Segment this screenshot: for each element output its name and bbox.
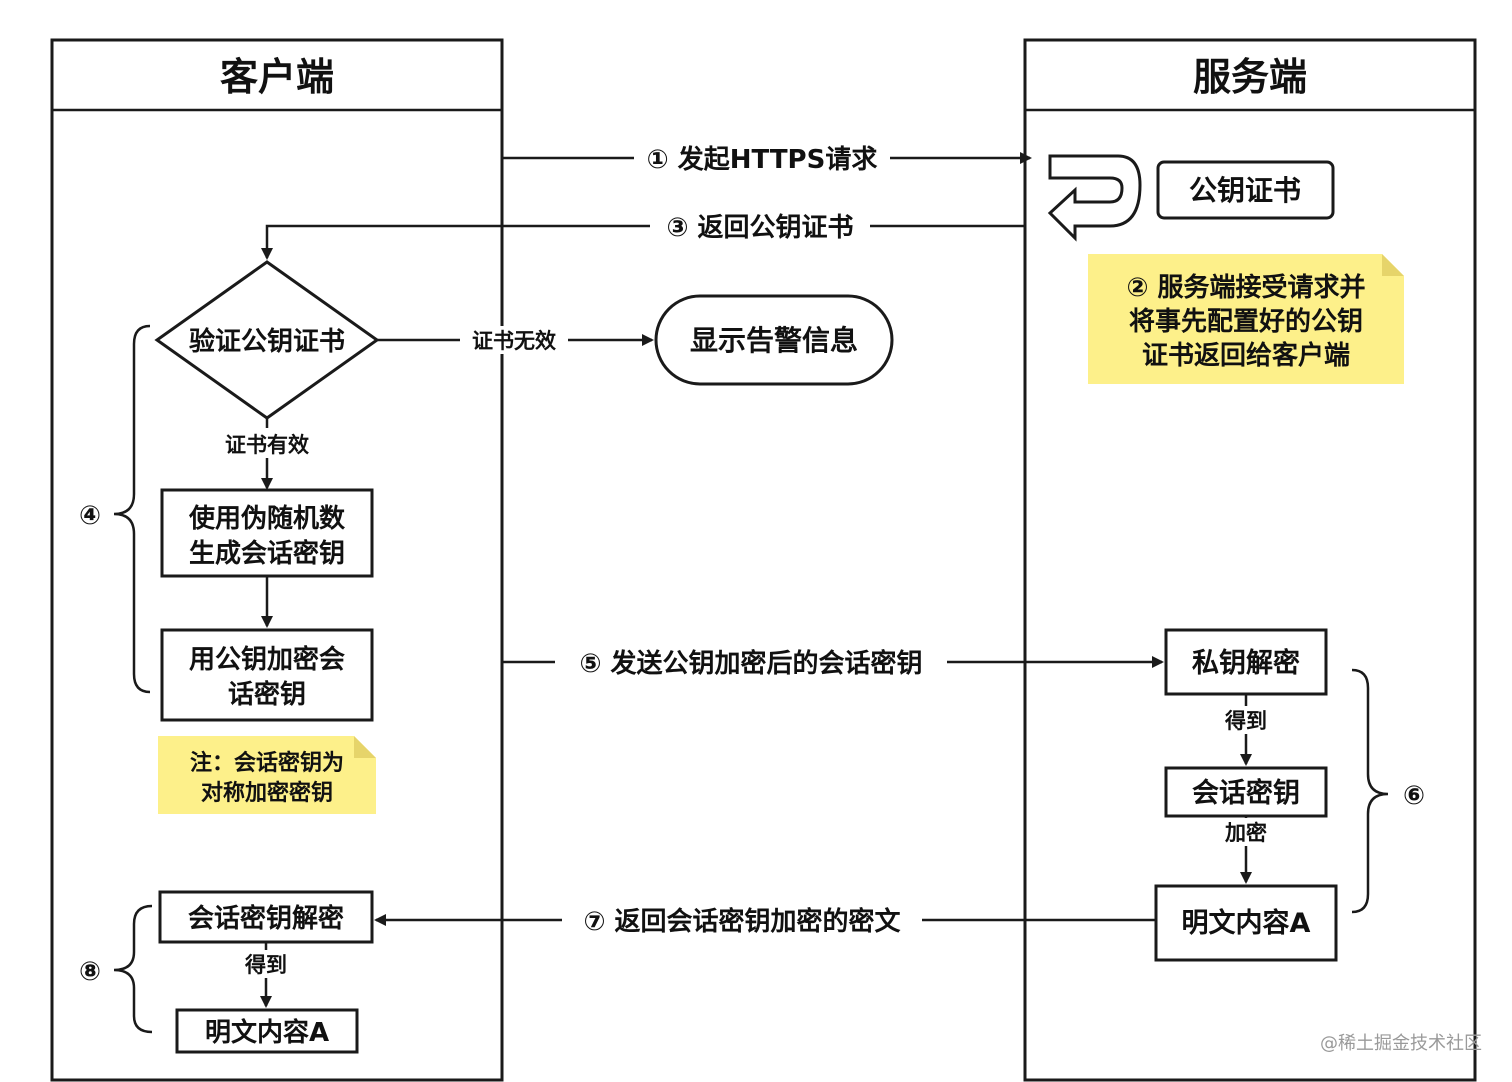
encrypt-line2: 话密钥: [228, 679, 306, 710]
client-plaintext-box: 明文内容A: [175, 1008, 359, 1054]
verify-label: 验证公钥证书: [189, 326, 345, 357]
brace8-label: ⑧: [79, 957, 101, 987]
invalid-arrow: 证书无效: [377, 326, 654, 354]
client-get-arrow: 得到: [228, 942, 304, 1008]
step5-label: ⑤ 发送公钥加密后的会话密钥: [579, 648, 922, 679]
gen-key-line2: 生成会话密钥: [189, 538, 345, 569]
server-get-label: 得到: [1224, 709, 1267, 733]
client-decrypt-box: 会话密钥解密: [158, 890, 374, 944]
alert-label: 显示告警信息: [690, 324, 858, 357]
step7-label: ⑦ 返回会话密钥加密的密文: [583, 906, 901, 937]
return-loop-icon: [1047, 154, 1142, 242]
step1-arrow: ① 发起HTTPS请求: [502, 140, 1032, 176]
client-note: 注：会话密钥为 对称加密密钥: [158, 736, 376, 814]
cert-label: 公钥证书: [1189, 174, 1301, 207]
step7-arrow: ⑦ 返回会话密钥加密的密文: [374, 902, 1156, 938]
session-key-box: 会话密钥: [1164, 766, 1328, 818]
brace-4: ④: [79, 324, 151, 694]
server-plaintext-box: 明文内容A: [1154, 884, 1338, 962]
watermark: @稀土掘金技术社区: [1320, 1033, 1482, 1054]
step3-arrow: ③ 返回公钥证书: [261, 208, 1025, 260]
server-encrypt-arrow: 加密: [1210, 816, 1282, 884]
client-note-line1: 注：会话密钥为: [190, 750, 344, 776]
step3-label: ③ 返回公钥证书: [666, 213, 853, 243]
verify-diamond: 验证公钥证书: [154, 260, 380, 420]
session-key-label: 会话密钥: [1192, 777, 1300, 809]
server-note-line1: ② 服务端接受请求并: [1126, 272, 1365, 303]
server-lane-title: 服务端: [1193, 55, 1307, 99]
client-get-label: 得到: [244, 953, 287, 977]
brace-6: ⑥: [1351, 668, 1425, 914]
brace4-label: ④: [79, 501, 101, 531]
valid-label: 证书有效: [225, 433, 309, 457]
brace6-label: ⑥: [1403, 781, 1425, 811]
client-decrypt-label: 会话密钥解密: [188, 903, 344, 934]
server-note: ② 服务端接受请求并 将事先配置好的公钥 证书返回给客户端: [1088, 254, 1404, 384]
server-note-line3: 证书返回给客户端: [1142, 340, 1350, 371]
private-decrypt-label: 私钥解密: [1192, 647, 1300, 679]
valid-arrow: 证书有效: [205, 418, 329, 490]
private-decrypt-box: 私钥解密: [1164, 628, 1328, 696]
gen-key-line1: 使用伪随机数: [188, 503, 346, 534]
client-lane-title: 客户端: [220, 55, 334, 99]
step1-label: ① 发起HTTPS请求: [647, 144, 878, 175]
client-note-line2: 对称加密密钥: [201, 780, 333, 806]
server-plaintext-label: 明文内容A: [1182, 907, 1311, 939]
server-get-arrow: 得到: [1210, 694, 1282, 766]
encrypt-line1: 用公钥加密会: [189, 644, 345, 675]
invalid-label: 证书无效: [472, 329, 556, 353]
server-encrypt-label: 加密: [1224, 821, 1267, 845]
gen-key-box: 使用伪随机数 生成会话密钥: [160, 488, 374, 578]
encrypt-box: 用公钥加密会 话密钥: [160, 628, 374, 722]
client-plaintext-label: 明文内容A: [205, 1017, 329, 1048]
step5-arrow: ⑤ 发送公钥加密后的会话密钥: [502, 644, 1164, 680]
server-note-line2: 将事先配置好的公钥: [1129, 306, 1363, 337]
brace-8: ⑧: [79, 904, 153, 1034]
alert-terminal: 显示告警信息: [654, 294, 894, 386]
cert-box: 公钥证书: [1156, 160, 1335, 220]
